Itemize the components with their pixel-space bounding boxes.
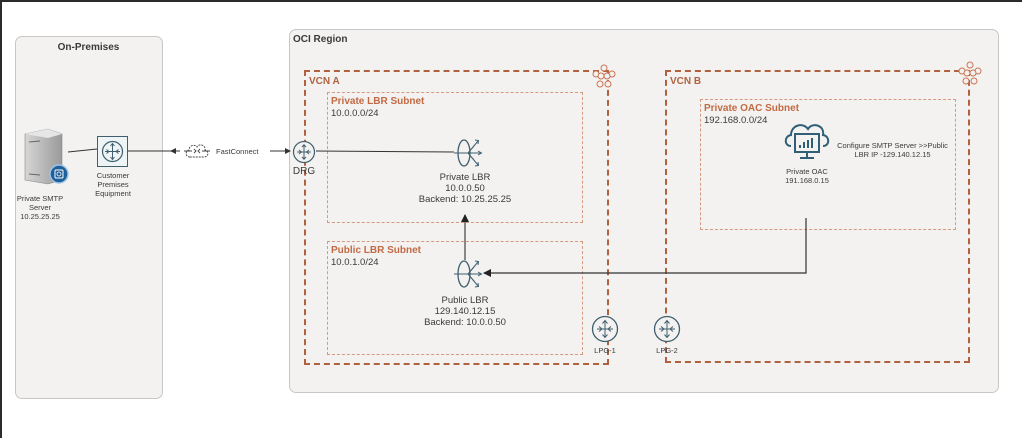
private-lb-ip: 10.0.0.50: [445, 183, 485, 194]
smtp-config-note-line2: LBR IP -129.140.12.15: [854, 150, 931, 159]
public-lbr-subnet-title: Public LBR Subnet: [331, 245, 421, 256]
vcn-a-icon: [591, 64, 617, 90]
oac-ip: 191.168.0.15: [785, 176, 829, 185]
drg-router-icon[interactable]: [292, 140, 316, 164]
drg-private-lbr-link: [315, 150, 455, 153]
on-premises-title: On-Premises: [57, 42, 120, 53]
lpg-1-label: LPG-1: [594, 346, 616, 355]
smtp-server-label: Private SMTP Server 10.25.25.25: [12, 194, 68, 221]
fastconnect-cloud-icon[interactable]: [180, 141, 214, 161]
public-lb-label: Public LBR 129.140.12.15 Backend: 10.0.0…: [400, 295, 530, 328]
private-lb-label: Private LBR 10.0.0.50 Backend: 10.25.25.…: [400, 172, 530, 205]
smtp-server-name2: Server: [28, 203, 52, 212]
public-lbr-subnet: Public LBR Subnet 10.0.1.0/24: [327, 241, 583, 355]
private-lb-name: Private LBR: [439, 172, 491, 183]
private-oac-subnet-cidr: 192.168.0.0/24: [704, 115, 768, 126]
oac-label: Private OAC 191.168.0.15: [770, 167, 844, 185]
lpg-2-label: LPG-2: [656, 346, 678, 355]
private-lbr-subnet: Private LBR Subnet 10.0.0.0/24: [327, 92, 583, 223]
cpe-name: Customer: [96, 171, 130, 180]
private-lbr-subnet-title: Private LBR Subnet: [331, 96, 425, 107]
server-icon[interactable]: [22, 128, 72, 186]
vcn-a-container: VCN A: [304, 70, 609, 365]
private-oac-subnet-title: Private OAC Subnet: [704, 103, 800, 114]
private-oac-subnet: Private OAC Subnet 192.168.0.0/24: [700, 99, 956, 230]
smtp-config-note: Configure SMTP Server >>Public LBR IP -1…: [830, 141, 955, 159]
oci-region-panel: OCI Region: [289, 29, 999, 393]
vcn-b-icon: [957, 61, 983, 87]
analytics-cloud-icon[interactable]: [783, 118, 831, 164]
cpe-name2: Premises: [97, 180, 129, 189]
oac-name: Private OAC: [786, 167, 828, 176]
vcn-b-container: VCN B: [665, 70, 970, 363]
cpe-name3: Equipment: [95, 189, 131, 198]
vcn-b-title: VCN B: [670, 76, 702, 87]
on-premises-panel: On-Premises: [15, 36, 163, 399]
public-lb-icon[interactable]: [454, 258, 484, 290]
drg-label: DRG: [292, 166, 316, 177]
server-cpe-link: [67, 148, 98, 153]
private-lb-icon[interactable]: [454, 137, 484, 169]
smtp-server-ip: 10.25.25.25: [20, 212, 60, 221]
lpg-2-router-icon[interactable]: [653, 315, 681, 343]
oci-region-title: OCI Region: [293, 34, 348, 45]
lpg-1-router-icon[interactable]: [591, 315, 619, 343]
public-lb-ip: 129.140.12.15: [434, 306, 496, 317]
public-lb-name: Public LBR: [441, 295, 489, 306]
public-lbr-subnet-cidr: 10.0.1.0/24: [331, 257, 379, 268]
fastconnect-label: FastConnect: [216, 147, 259, 156]
oac-to-public-lbr-link: [483, 218, 807, 277]
cpe-label: Customer Premises Equipment: [82, 171, 144, 198]
private-lbr-subnet-cidr: 10.0.0.0/24: [331, 108, 379, 119]
smtp-server-name: Private SMTP: [16, 194, 64, 203]
vcn-a-title: VCN A: [309, 76, 340, 87]
public-lb-backend: Backend: 10.0.0.50: [424, 317, 506, 328]
smtp-config-note-line1: Configure SMTP Server >>Public: [837, 141, 948, 150]
cpe-router-icon[interactable]: [97, 136, 128, 167]
private-lb-backend: Backend: 10.25.25.25: [418, 194, 512, 205]
